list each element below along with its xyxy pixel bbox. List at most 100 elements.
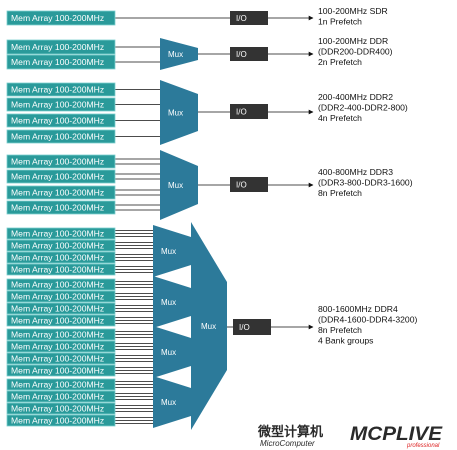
ddr4-mem-array-0-1-label: Mem Array 100-200MHz (11, 241, 104, 251)
ddr4-mem-array-0-2 (6, 251, 116, 264)
ddr4-mem-array-3-1-label: Mem Array 100-200MHz (11, 392, 104, 402)
sdr-mem-array-label: Mem Array 100-200MHz (11, 13, 104, 23)
ddr4-mux-0 (153, 225, 191, 277)
ddr3-mem-array-2 (6, 185, 116, 200)
ddr2-label-line-2: 4n Prefetch (318, 113, 362, 123)
wires-layer (115, 15, 314, 424)
ddr4-mem-array-3-3-label: Mem Array 100-200MHz (11, 416, 104, 426)
ddr4-mux-3-label: Mux (161, 398, 176, 407)
ddr3-label-line-2: 8n Prefetch (318, 188, 362, 198)
ddr4-mem-array-2-0-label: Mem Array 100-200MHz (11, 330, 104, 340)
ddr4-big-mux (191, 222, 227, 430)
watermark-chinese: 微型计算机 (257, 424, 323, 440)
ddr4-mem-array-1-2 (6, 302, 116, 315)
ddr3-mux-label: Mux (168, 181, 183, 190)
ddr2-mem-array-1-label: Mem Array 100-200MHz (11, 100, 104, 110)
ddr-mem-array-0 (6, 39, 116, 55)
ddr2-mem-array-2 (6, 113, 116, 128)
ddr4-mem-array-1-0 (6, 278, 116, 291)
ddr2-mem-array-0 (6, 82, 116, 97)
watermark-logo: MCPLIVE (350, 424, 443, 445)
ddr-mux-label: Mux (168, 50, 183, 59)
ddr2-mem-array-3-label: Mem Array 100-200MHz (11, 132, 104, 142)
watermark: 微型计算机 MicroComputer MCPLIVE professional (257, 424, 443, 449)
ddr-io-label: I/O (236, 50, 247, 59)
shapes-layer (6, 10, 271, 430)
ddr4-mem-array-0-3 (6, 263, 116, 276)
ddr4-mux-2 (153, 326, 191, 378)
ddr4-label-line-1: (DDR4-1600-DDR4-3200) (318, 315, 417, 325)
ddr3-label-line-1: (DDR3-800-DDR3-1600) (318, 178, 413, 188)
ddr-mem-array-1-label: Mem Array 100-200MHz (11, 57, 104, 67)
ddr4-label-line-3: 4 Bank groups (318, 336, 373, 346)
ddr-label-line-1: (DDR200-DDR400) (318, 47, 393, 57)
ddr4-mem-array-3-0-label: Mem Array 100-200MHz (11, 380, 104, 390)
ddr4-mem-array-3-3 (6, 414, 116, 427)
ddr2-mem-array-2-label: Mem Array 100-200MHz (11, 116, 104, 126)
ddr4-io (233, 319, 271, 335)
ddr3-mem-array-2-label: Mem Array 100-200MHz (11, 188, 104, 198)
ddr2-label-line-0: 200-400MHz DDR2 (318, 92, 393, 102)
ddr2-mux (160, 80, 198, 145)
ddr4-mem-array-2-3-label: Mem Array 100-200MHz (11, 366, 104, 376)
ddr-mem-array-0-label: Mem Array 100-200MHz (11, 42, 104, 52)
ddr4-mem-array-1-0-label: Mem Array 100-200MHz (11, 280, 104, 290)
ddr4-mem-array-1-1-label: Mem Array 100-200MHz (11, 292, 104, 302)
ddr2-io (230, 104, 268, 119)
ddr4-mem-array-2-3 (6, 364, 116, 377)
ddr3-io (230, 177, 268, 192)
ddr4-mem-array-2-1 (6, 340, 116, 353)
ddr3-io-label: I/O (236, 181, 247, 190)
ddr-label-line-0: 100-200MHz DDR (318, 36, 388, 46)
ddr3-mux (160, 150, 198, 220)
ddr4-mem-array-0-3-label: Mem Array 100-200MHz (11, 265, 104, 275)
ddr4-label-line-2: 8n Prefetch (318, 325, 362, 335)
ddr4-mux-3 (153, 376, 191, 428)
ddr4-mem-array-3-2-label: Mem Array 100-200MHz (11, 404, 104, 414)
ddr-mux (160, 38, 198, 70)
ddr4-mem-array-3-2 (6, 402, 116, 415)
ddr4-mem-array-0-2-label: Mem Array 100-200MHz (11, 253, 104, 263)
ddr3-mem-array-3 (6, 200, 116, 215)
sdr-io-label: I/O (236, 14, 247, 23)
ddr3-label-line-0: 400-800MHz DDR3 (318, 167, 393, 177)
sdr-label-line-0: 100-200MHz SDR (318, 6, 388, 16)
ddr4-mem-array-2-1-label: Mem Array 100-200MHz (11, 342, 104, 352)
ddr4-mem-array-0-0-label: Mem Array 100-200MHz (11, 229, 104, 239)
ddr2-mux-label: Mux (168, 109, 183, 118)
ddr4-mem-array-3-1 (6, 390, 116, 403)
ddr3-mem-array-1 (6, 169, 116, 184)
ddr4-mux-2-label: Mux (161, 348, 176, 357)
ddr4-mem-array-1-2-label: Mem Array 100-200MHz (11, 304, 104, 314)
ddr4-mem-array-3-0 (6, 378, 116, 391)
sdr-mem-array (6, 10, 116, 26)
ddr4-mux-0-label: Mux (161, 247, 176, 256)
sdr-label-line-1: 1n Prefetch (318, 17, 362, 27)
ddr4-mux-1-label: Mux (161, 298, 176, 307)
ddr4-mem-array-2-2 (6, 352, 116, 365)
ddr2-mem-array-3 (6, 129, 116, 144)
ddr4-mem-array-1-3-label: Mem Array 100-200MHz (11, 316, 104, 326)
ddr4-mem-array-0-0 (6, 227, 116, 240)
ddr4-mem-array-1-1 (6, 290, 116, 303)
ddr-io (230, 47, 268, 61)
ddr4-big-mux-label: Mux (201, 322, 216, 331)
ddr4-mem-array-2-0 (6, 328, 116, 341)
ddr4-mem-array-1-3 (6, 314, 116, 327)
ddr3-mem-array-0 (6, 154, 116, 169)
ddr2-label-line-1: (DDR2-400-DDR2-800) (318, 103, 408, 113)
ddr4-io-label: I/O (239, 323, 250, 332)
ddr4-mux-1 (153, 276, 191, 328)
watermark-english: MicroComputer (260, 439, 315, 448)
ddr2-mem-array-1 (6, 97, 116, 112)
ddr-mem-array-1 (6, 54, 116, 70)
ddr2-mem-array-0-label: Mem Array 100-200MHz (11, 85, 104, 95)
ddr3-mem-array-3-label: Mem Array 100-200MHz (11, 203, 104, 213)
ddr4-label-line-0: 800-1600MHz DDR4 (318, 304, 398, 314)
ddr-label-line-2: 2n Prefetch (318, 57, 362, 67)
ddr3-mem-array-1-label: Mem Array 100-200MHz (11, 172, 104, 182)
sdr-io (230, 11, 268, 25)
ddr4-mem-array-2-2-label: Mem Array 100-200MHz (11, 354, 104, 364)
